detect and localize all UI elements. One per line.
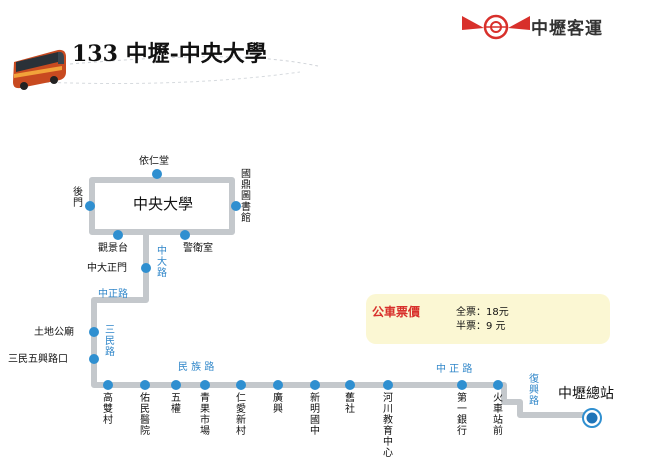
stop-dot <box>457 380 467 390</box>
stop-dot <box>273 380 283 390</box>
road-label: 中 正 路 <box>436 364 473 375</box>
stop-label: 青果市場 <box>200 393 210 437</box>
stop-label: 佑民醫院 <box>140 393 150 437</box>
stop-label: 火車站前 <box>493 393 503 437</box>
stop-label: 觀景台 <box>98 243 128 254</box>
terminal-label: 中壢總站 <box>558 386 614 402</box>
stop-dot <box>383 380 393 390</box>
campus-label: 中央大學 <box>132 195 193 213</box>
road-label: 中正路 <box>98 289 128 300</box>
stop-dot <box>493 380 503 390</box>
fare-half: 半票：9 元 <box>456 321 506 332</box>
stop-dot <box>180 230 190 240</box>
bus-icon <box>13 49 66 90</box>
fare-half-value: 9 元 <box>486 321 506 332</box>
decorative-swoosh <box>39 71 301 85</box>
company-name: 中壢客運 <box>531 19 603 39</box>
fare-full-label: 全票 <box>456 307 476 318</box>
fare-full: 全票：18元 <box>456 307 509 318</box>
fare-title: 公車票價 <box>372 305 421 319</box>
stop-label: 中大正門 <box>87 263 127 274</box>
stop-label: 後門 <box>73 187 83 209</box>
stop-dot <box>140 380 150 390</box>
stop-label: 舊社 <box>345 393 355 415</box>
stop-label: 新明國中 <box>310 393 320 437</box>
stop-dot <box>236 380 246 390</box>
road-label: 復興路 <box>529 374 539 407</box>
road-label: 三民路 <box>105 325 115 358</box>
route-title: 133 中壢-中央大學 <box>72 41 267 67</box>
stop-label: 三民五興路口 <box>8 354 68 365</box>
stop-dot <box>200 380 210 390</box>
stop-dot <box>89 354 99 364</box>
stop-label: 依仁堂 <box>139 156 169 167</box>
route-line <box>91 232 590 418</box>
stop-dot <box>113 230 123 240</box>
stop-dot <box>171 380 181 390</box>
stop-dot <box>103 380 113 390</box>
terminal-marker-dot <box>586 412 598 424</box>
decorative-swoosh <box>69 56 319 67</box>
stop-label: 第一銀行 <box>457 393 467 437</box>
stop-label: 河川教育中心 <box>383 393 393 459</box>
stop-dot <box>231 201 241 211</box>
stop-label: 高雙村 <box>103 393 113 426</box>
stop-label: 警衛室 <box>183 243 213 254</box>
stop-dot <box>310 380 320 390</box>
fare-full-value: 18元 <box>486 307 509 318</box>
road-label: 中大路 <box>157 246 167 279</box>
road-label: 民 族 路 <box>178 362 215 373</box>
stop-label: 五權 <box>171 393 181 415</box>
stop-label: 廣興 <box>273 393 283 415</box>
stop-label: 仁愛新村 <box>236 393 246 437</box>
stop-dot <box>89 327 99 337</box>
stop-label: 國鼎圖書館 <box>241 169 251 224</box>
fare-half-label: 半票 <box>456 321 476 332</box>
fare-box <box>366 294 610 344</box>
stop-dot <box>152 169 162 179</box>
company-logo-icon <box>462 14 530 40</box>
stop-label: 土地公廟 <box>34 327 74 338</box>
stop-dot <box>345 380 355 390</box>
stop-dot <box>85 201 95 211</box>
stop-dot <box>141 263 151 273</box>
